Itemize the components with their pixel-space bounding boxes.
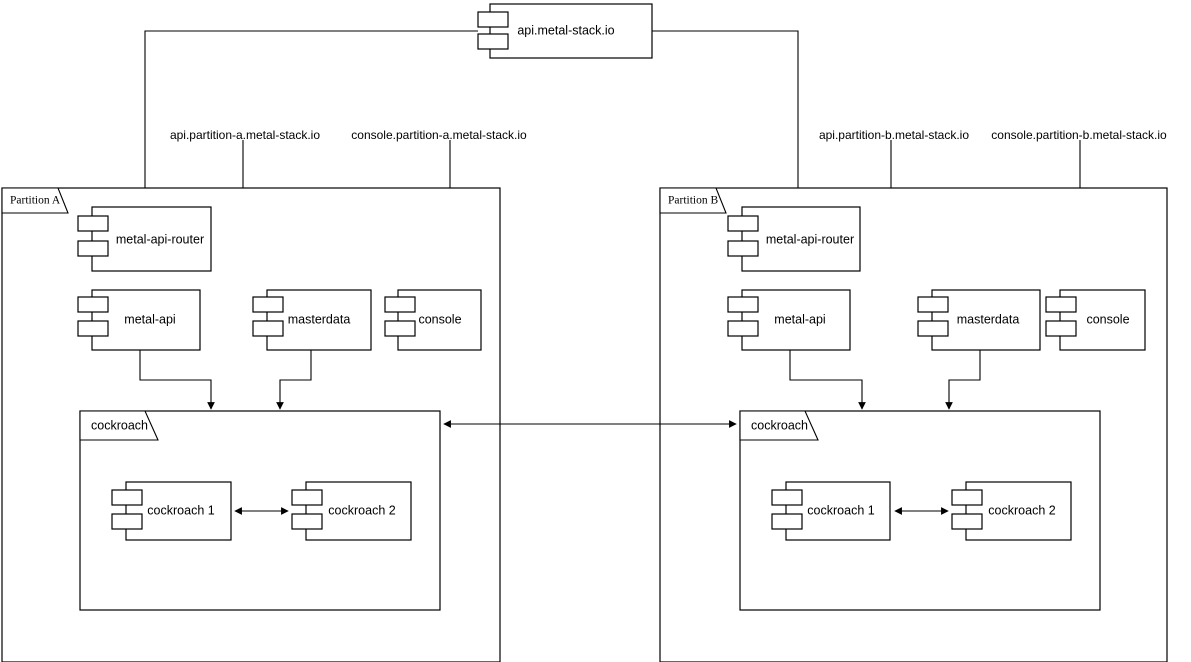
edge-label-api-partition-a: api.partition-a.metal-stack.io (170, 128, 320, 142)
node-label-root: api.metal-stack.io (517, 23, 614, 37)
partition-a-cockroach-2[interactable]: cockroach 2 (291, 481, 412, 541)
partition-b-cockroach-2[interactable]: cockroach 2 (951, 481, 1072, 541)
partition-a-component-console[interactable]: console (384, 289, 482, 351)
cockroach-cluster-tab-label: cockroach (91, 418, 148, 432)
edge-b-masterdata-to-cockroach (945, 350, 981, 410)
component-label: metal-api (124, 312, 175, 326)
edge-label-console-partition-b: console.partition-b.metal-stack.io (991, 128, 1167, 142)
node-api-metal-stack-io[interactable]: api.metal-stack.io (477, 3, 653, 59)
component-label: console (418, 312, 461, 326)
partition-a-tab-label: Partition A (10, 195, 61, 207)
partition-a-component-masterdata[interactable]: masterdata (252, 289, 372, 351)
component-label: console (1086, 312, 1129, 326)
cockroach-cluster-tab-label: cockroach (751, 418, 808, 432)
edge-root-to-partition-b-router (652, 30, 802, 207)
edge-label-api-partition-b: api.partition-b.metal-stack.io (819, 128, 969, 142)
partition-b-component-metal-api[interactable]: metal-api (727, 289, 851, 351)
edge-b-metal-api-to-cockroach (789, 350, 866, 410)
component-label: masterdata (288, 312, 351, 326)
partition-b-tab-label: Partition B (668, 195, 718, 207)
partition-b-component-metal-api-router[interactable]: metal-api-router (727, 206, 861, 272)
component-label: metal-api-router (116, 232, 204, 246)
edge-root-to-partition-a-router (144, 30, 478, 207)
partition-b-cockroach-1[interactable]: cockroach 1 (771, 481, 891, 541)
partition-a-component-metal-api[interactable]: metal-api (77, 289, 201, 351)
partition-a-cockroach-1[interactable]: cockroach 1 (111, 481, 232, 541)
cluster-member-label: cockroach 2 (988, 503, 1055, 517)
partition-b-component-console[interactable]: console (1045, 289, 1146, 351)
cluster-member-label: cockroach 2 (328, 503, 395, 517)
component-label: metal-api (774, 312, 825, 326)
edge-a-metal-api-to-cockroach (139, 350, 215, 410)
partition-a-component-metal-api-router[interactable]: metal-api-router (77, 206, 212, 272)
cluster-member-label: cockroach 1 (147, 503, 214, 517)
partition-b-component-masterdata[interactable]: masterdata (917, 289, 1041, 351)
edge-a-masterdata-to-cockroach (276, 350, 312, 410)
cluster-member-label: cockroach 1 (807, 503, 874, 517)
component-label: masterdata (957, 312, 1020, 326)
edge-label-console-partition-a: console.partition-a.metal-stack.io (351, 128, 527, 142)
component-label: metal-api-router (766, 232, 854, 246)
